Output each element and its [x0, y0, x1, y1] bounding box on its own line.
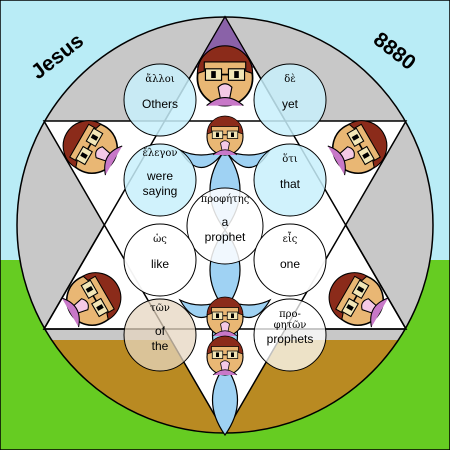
word-circle: δὲ yet — [253, 63, 327, 137]
face-top — [196, 44, 254, 107]
word-circle-disc — [253, 298, 327, 372]
english-word: prophets — [267, 332, 314, 346]
word-circle-disc — [253, 223, 327, 297]
word-circle-disc — [186, 187, 264, 265]
greek-word: δὲ — [284, 74, 295, 85]
english-word: saying — [143, 184, 178, 198]
greek-word: ἄλλοι — [145, 74, 174, 85]
word-circle-disc — [123, 63, 197, 137]
greek-word: φητῶν — [274, 320, 307, 331]
word-circle-disc — [123, 298, 197, 372]
face-mid-upper — [206, 115, 244, 156]
word-circle: εἷς one — [253, 223, 327, 297]
face-mid-lower — [206, 296, 244, 337]
english-word: the — [152, 339, 169, 353]
word-circle-disc — [253, 143, 327, 217]
greek-word: τῶν — [150, 303, 170, 314]
english-word: like — [151, 257, 169, 271]
word-circle-disc — [123, 143, 197, 217]
greek-word: προφήτης — [201, 194, 250, 205]
english-word: one — [280, 257, 300, 271]
word-circle: ὅτι that — [253, 143, 327, 217]
face-bottom — [206, 335, 244, 376]
english-word: of — [155, 324, 166, 338]
greek-word: ὅτι — [282, 154, 298, 165]
greek-word: ὡς — [153, 234, 167, 245]
greek-word: ἔλεγον — [143, 148, 178, 159]
english-word: a — [222, 215, 229, 229]
greek-word: προ- — [279, 309, 301, 320]
english-word: were — [146, 169, 173, 183]
word-circle-disc — [123, 223, 197, 297]
word-circle: ὡς like — [123, 223, 197, 297]
english-word: Others — [142, 97, 178, 111]
word-circle-disc — [253, 63, 327, 137]
english-word: that — [280, 177, 301, 191]
english-word: prophet — [205, 230, 246, 244]
english-word: yet — [282, 97, 299, 111]
greek-word: εἷς — [283, 232, 298, 245]
